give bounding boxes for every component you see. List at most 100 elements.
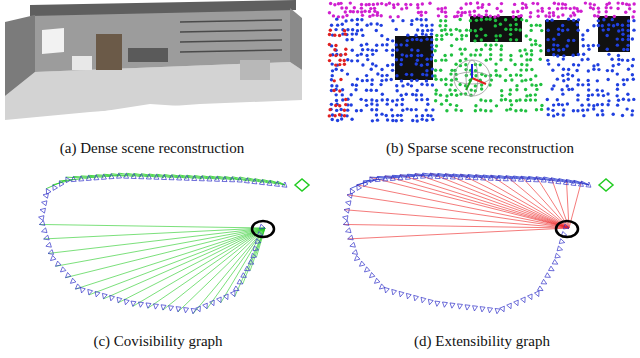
map-point bbox=[406, 39, 409, 42]
map-point bbox=[388, 2, 391, 5]
map-point bbox=[550, 87, 553, 90]
graph-edge bbox=[415, 174, 569, 228]
map-point bbox=[500, 89, 503, 92]
map-point bbox=[356, 18, 359, 21]
camera-frustum bbox=[473, 175, 478, 180]
map-point bbox=[361, 79, 364, 82]
camera-frustum bbox=[241, 273, 247, 278]
map-point bbox=[361, 14, 364, 17]
map-point bbox=[454, 108, 457, 111]
map-point bbox=[421, 73, 424, 76]
camera-frustum bbox=[514, 300, 519, 306]
map-point bbox=[431, 118, 434, 121]
camera-frustum bbox=[210, 300, 215, 306]
map-point bbox=[489, 109, 492, 112]
map-point bbox=[561, 103, 564, 106]
map-point bbox=[499, 48, 502, 51]
map-point bbox=[360, 3, 363, 6]
map-point bbox=[622, 98, 625, 101]
map-point bbox=[458, 83, 461, 86]
map-point bbox=[573, 13, 576, 16]
sparse-scene bbox=[328, 1, 636, 122]
map-point bbox=[489, 48, 492, 51]
map-point bbox=[375, 108, 378, 111]
camera-frustum bbox=[60, 267, 65, 272]
map-point bbox=[406, 33, 409, 36]
camera-frustum bbox=[161, 174, 166, 179]
map-point bbox=[380, 79, 383, 82]
camera-frustum bbox=[571, 180, 576, 185]
camera-frustum bbox=[534, 177, 539, 182]
map-point bbox=[520, 54, 523, 57]
camera-frustum bbox=[405, 174, 410, 179]
map-point bbox=[350, 59, 353, 62]
map-point bbox=[592, 44, 595, 47]
camera-frustum bbox=[224, 294, 229, 300]
camera-frustum bbox=[191, 308, 196, 313]
map-point bbox=[631, 73, 634, 76]
camera-frustum bbox=[252, 179, 257, 184]
graph-edge bbox=[476, 175, 569, 228]
camera-frustum bbox=[109, 174, 114, 179]
map-point bbox=[499, 58, 502, 61]
map-point bbox=[450, 83, 453, 86]
camera-frustum bbox=[465, 174, 470, 179]
map-point bbox=[553, 1, 556, 4]
camera-frustum bbox=[39, 221, 45, 226]
map-point bbox=[425, 69, 428, 72]
map-point bbox=[552, 103, 555, 106]
map-point bbox=[335, 109, 338, 112]
map-point bbox=[596, 103, 599, 106]
map-point bbox=[567, 88, 570, 91]
map-point bbox=[463, 48, 466, 51]
map-point bbox=[391, 69, 394, 72]
map-point bbox=[596, 79, 599, 82]
map-point bbox=[509, 23, 512, 26]
map-point bbox=[386, 38, 389, 41]
map-point bbox=[344, 10, 347, 13]
map-point bbox=[351, 32, 354, 35]
map-point bbox=[419, 18, 422, 21]
map-point bbox=[593, 14, 596, 17]
map-point bbox=[414, 108, 417, 111]
map-point bbox=[431, 108, 434, 111]
map-point bbox=[339, 53, 342, 56]
map-point bbox=[345, 38, 348, 41]
map-point bbox=[470, 88, 473, 91]
map-point bbox=[444, 6, 447, 9]
map-point bbox=[360, 18, 363, 21]
map-point bbox=[597, 24, 600, 27]
map-point bbox=[587, 69, 590, 72]
map-point bbox=[440, 102, 443, 105]
map-point bbox=[395, 58, 398, 61]
camera-frustum bbox=[528, 294, 533, 300]
map-point bbox=[346, 28, 349, 31]
map-point bbox=[343, 59, 346, 62]
map-point bbox=[444, 24, 447, 27]
map-point bbox=[547, 113, 550, 116]
map-point bbox=[495, 74, 498, 77]
map-point bbox=[539, 83, 542, 86]
map-point bbox=[435, 34, 438, 37]
map-point bbox=[339, 108, 342, 111]
map-point bbox=[338, 104, 341, 107]
map-point bbox=[405, 73, 408, 76]
map-point bbox=[370, 68, 373, 71]
map-point bbox=[424, 18, 427, 21]
map-point bbox=[425, 119, 428, 122]
map-point bbox=[597, 93, 600, 96]
map-point bbox=[421, 29, 424, 32]
map-point bbox=[401, 53, 404, 56]
map-point bbox=[450, 93, 453, 96]
map-point bbox=[544, 14, 547, 17]
map-point bbox=[485, 9, 488, 12]
map-point bbox=[602, 18, 605, 21]
camera-frustum bbox=[354, 255, 359, 260]
map-point bbox=[416, 3, 419, 6]
map-point bbox=[621, 114, 624, 117]
map-point bbox=[430, 23, 433, 26]
map-point bbox=[404, 3, 407, 6]
map-point bbox=[552, 14, 555, 17]
map-point bbox=[581, 33, 584, 36]
map-point bbox=[334, 44, 337, 47]
